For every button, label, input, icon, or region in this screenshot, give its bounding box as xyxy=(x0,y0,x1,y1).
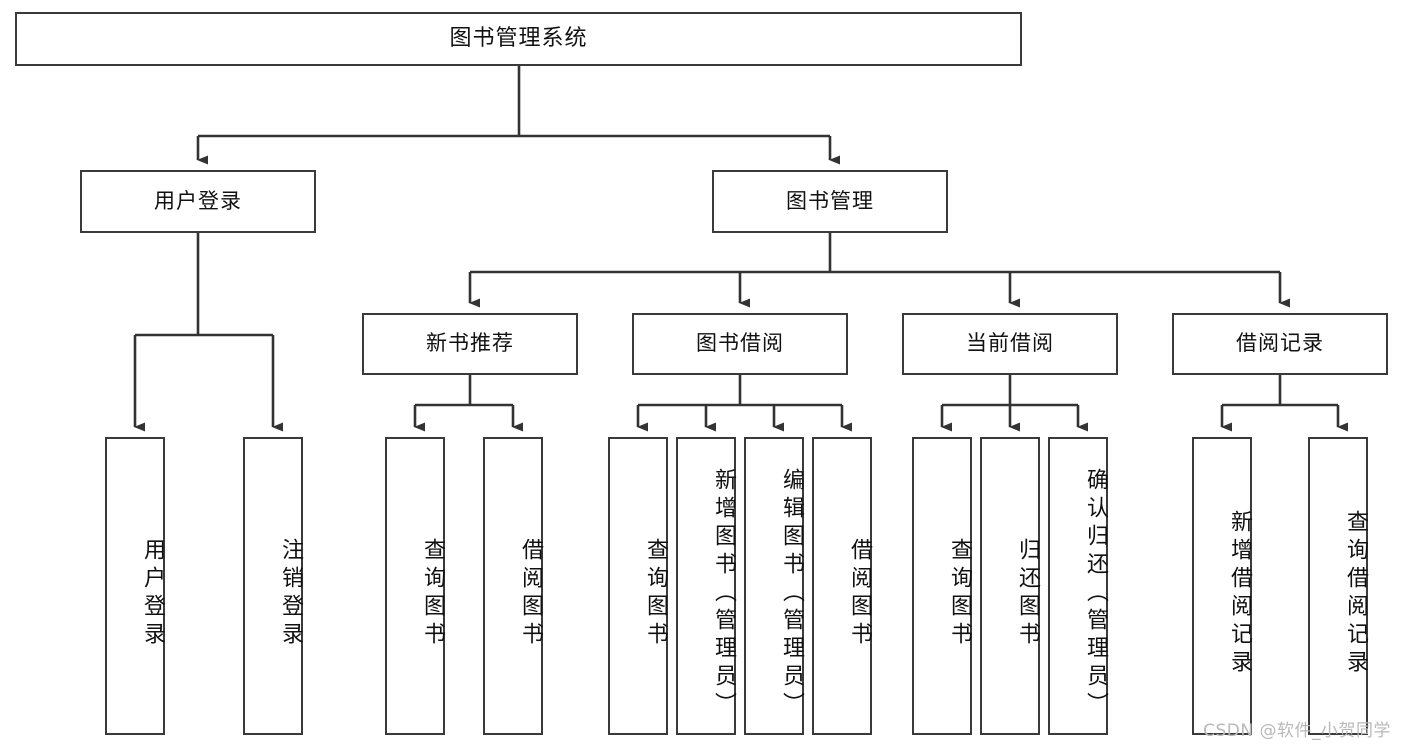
node-label: 新增图书（管理员） xyxy=(711,468,736,720)
node-label: 新增借阅记录 xyxy=(1227,510,1252,678)
leaf-new-book-query[interactable]: 查询图书 xyxy=(385,437,445,735)
leaf-borrow-record-add[interactable]: 新增借阅记录 xyxy=(1192,437,1252,735)
node-borrowing-records[interactable]: 借阅记录 xyxy=(1172,313,1388,375)
node-root-book-management-system[interactable]: 图书管理系统 xyxy=(15,12,1022,66)
node-label: 图书管理系统 xyxy=(449,25,588,51)
leaf-book-borrow-query[interactable]: 查询图书 xyxy=(608,437,668,735)
node-label: 借阅记录 xyxy=(1236,331,1324,356)
node-label: 图书借阅 xyxy=(696,331,784,356)
node-book-borrowing[interactable]: 图书借阅 xyxy=(632,313,848,375)
node-label: 查询图书 xyxy=(643,538,668,650)
node-label: 新书推荐 xyxy=(426,331,514,356)
node-user-login[interactable]: 用户登录 xyxy=(80,170,316,233)
leaf-current-borrow-return[interactable]: 归还图书 xyxy=(980,437,1040,735)
node-label: 用户登录 xyxy=(154,188,242,213)
node-label: 编辑图书（管理员） xyxy=(779,468,804,720)
leaf-user-login-signout[interactable]: 注销登录 xyxy=(243,437,303,735)
node-label: 查询图书 xyxy=(420,538,445,650)
node-book-management[interactable]: 图书管理 xyxy=(712,170,948,233)
node-label: 用户登录 xyxy=(140,538,165,650)
node-label: 当前借阅 xyxy=(966,331,1054,356)
node-new-book-recommendation[interactable]: 新书推荐 xyxy=(362,313,578,375)
leaf-book-borrow-borrow[interactable]: 借阅图书 xyxy=(812,437,872,735)
node-current-borrowing[interactable]: 当前借阅 xyxy=(902,313,1118,375)
leaf-borrow-record-query[interactable]: 查询借阅记录 xyxy=(1308,437,1368,735)
node-label: 注销登录 xyxy=(278,538,303,650)
leaf-current-borrow-confirm-return[interactable]: 确认归还（管理员） xyxy=(1048,437,1108,735)
leaf-new-book-borrow[interactable]: 借阅图书 xyxy=(483,437,543,735)
leaf-current-borrow-query[interactable]: 查询图书 xyxy=(912,437,972,735)
watermark: CSDN @软件_小贺同学 xyxy=(1203,721,1391,741)
node-label: 归还图书 xyxy=(1015,538,1040,650)
node-label: 图书管理 xyxy=(786,188,874,213)
node-label: 查询借阅记录 xyxy=(1343,510,1368,678)
node-label: 借阅图书 xyxy=(518,538,543,650)
node-label: 确认归还（管理员） xyxy=(1083,468,1108,720)
leaf-user-login-signin[interactable]: 用户登录 xyxy=(105,437,165,735)
leaf-book-borrow-add[interactable]: 新增图书（管理员） xyxy=(676,437,736,735)
node-label: 查询图书 xyxy=(947,538,972,650)
node-label: 借阅图书 xyxy=(847,538,872,650)
leaf-book-borrow-edit[interactable]: 编辑图书（管理员） xyxy=(744,437,804,735)
